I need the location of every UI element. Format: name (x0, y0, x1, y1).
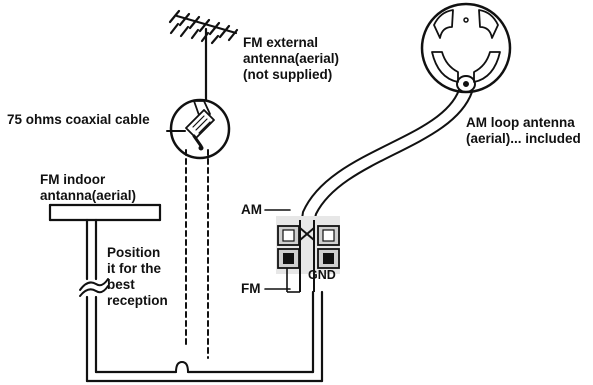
fm-indoor-antenna-label: FM indoor antanna(aerial) (40, 172, 137, 203)
fm-external-antenna-icon (168, 9, 239, 102)
coaxial-cable (185, 149, 209, 359)
position-instruction-label: Position it for the best reception (107, 245, 168, 308)
label-leader-lines (264, 209, 291, 290)
fm-terminal-label: FM (241, 281, 261, 296)
am-loop-antenna-icon (420, 2, 512, 94)
antenna-terminal-block (276, 216, 340, 293)
am-terminal-label: AM (241, 202, 262, 217)
am-antenna-cable (300, 89, 473, 227)
fm-indoor-antenna (48, 203, 324, 383)
fm-external-antenna-label: FM external antenna(aerial) (not supplie… (243, 35, 340, 82)
gnd-terminal-label: GND (308, 268, 336, 282)
coaxial-cable-label: 75 ohms coaxial cable (7, 112, 150, 127)
coaxial-connector-magnifier (166, 98, 231, 160)
am-loop-antenna-label: AM loop antenna (aerial)... included (466, 115, 581, 146)
